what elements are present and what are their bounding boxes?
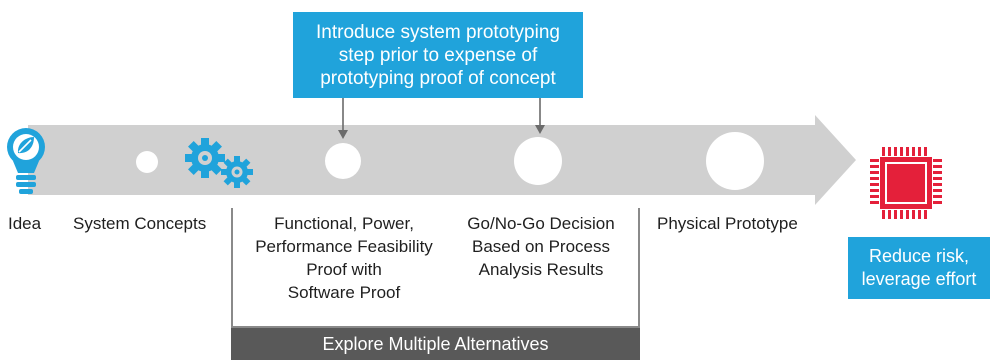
feasibility-line-2: Performance Feasibility bbox=[255, 237, 433, 256]
lightbulb-leaf-icon bbox=[7, 128, 45, 194]
reduce-risk-box: Reduce risk, leverage effort bbox=[848, 237, 990, 299]
explore-alternatives-bar: Explore Multiple Alternatives bbox=[231, 328, 640, 360]
feasibility-line-4: Software Proof bbox=[287, 283, 401, 302]
stage-label-go-no-go: Go/No-Go Decision Based on Process Analy… bbox=[454, 212, 628, 281]
reduce-risk-line-1: Reduce risk, bbox=[868, 246, 970, 266]
explore-alternatives-label: Explore Multiple Alternatives bbox=[322, 334, 549, 354]
microchip-icon bbox=[870, 147, 942, 219]
stage-label-feasibility: Functional, Power, Performance Feasibili… bbox=[240, 212, 448, 304]
gears-icon bbox=[185, 138, 253, 188]
feasibility-line-1: Functional, Power, bbox=[274, 214, 414, 233]
feasibility-marker bbox=[325, 143, 361, 179]
callout-box: Introduce system prototyping step prior … bbox=[293, 12, 583, 98]
go-no-go-line-1: Go/No-Go Decision bbox=[467, 214, 615, 233]
go-no-go-marker bbox=[514, 137, 562, 185]
stage-label-system-concepts: System Concepts bbox=[73, 214, 207, 233]
callout-text: Introduce system prototyping step prior … bbox=[316, 21, 560, 89]
feasibility-line-3: Proof with bbox=[306, 260, 382, 279]
alternatives-bracket bbox=[231, 208, 640, 328]
system-concepts-marker bbox=[136, 151, 158, 173]
go-no-go-line-3: Analysis Results bbox=[478, 260, 604, 279]
reduce-risk-line-2: leverage effort bbox=[861, 269, 977, 289]
go-no-go-line-2: Based on Process bbox=[472, 237, 610, 256]
physical-prototype-marker bbox=[706, 132, 764, 190]
stage-label-physical-prototype: Physical Prototype bbox=[657, 214, 798, 233]
stage-label-idea: Idea bbox=[8, 214, 42, 233]
